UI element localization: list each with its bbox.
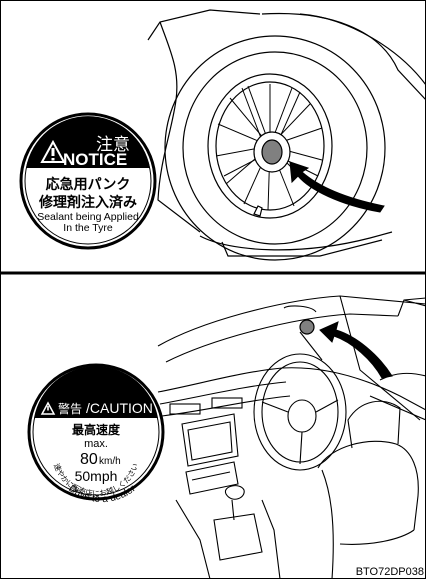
caution-header-jp: 警告: [58, 401, 82, 416]
notice-line1: 応急用パンク: [46, 176, 131, 193]
figure-code: BTO72DP038: [356, 566, 424, 578]
tyre-illustration: [148, 10, 426, 260]
sticker-location-marker: [300, 320, 314, 334]
caution-line2: max.: [84, 438, 108, 450]
notice-line2: 修理剤注入済み: [38, 194, 137, 211]
pointer-arrow-top: [290, 162, 384, 212]
caution-speed-kmh: 80: [80, 451, 98, 468]
caution-unit-kmh: km/h: [99, 456, 121, 467]
interior-illustration: [158, 296, 426, 579]
caution-speed-mph: 50mph: [75, 468, 118, 484]
caution-header-en: /CAUTION: [86, 400, 153, 416]
caution-line1: 最高速度: [72, 422, 121, 437]
notice-line4: In the Tyre: [63, 222, 113, 234]
notice-header-en: NOTICE: [63, 150, 127, 169]
